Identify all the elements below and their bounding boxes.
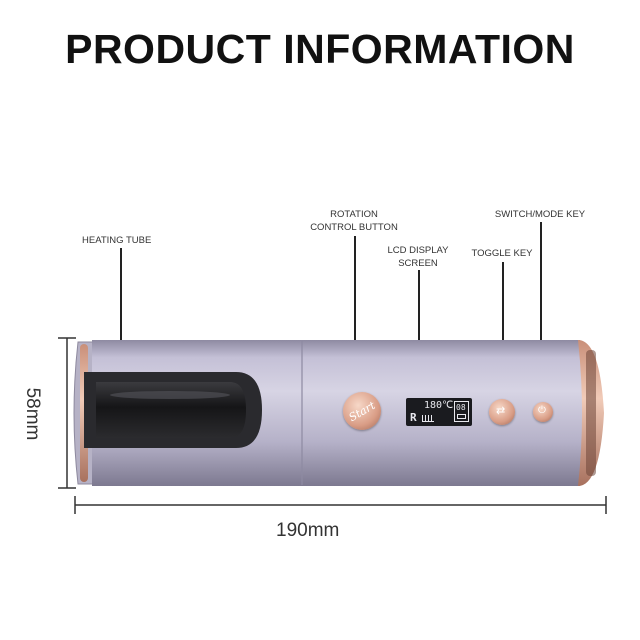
width-dimension-label: 190mm: [276, 520, 340, 541]
lcd-heat-bars-icon: [422, 415, 434, 422]
right-cap-band: [586, 350, 596, 476]
tube-highlight: [110, 391, 230, 399]
lcd-display-screen: 180℃ R 08: [406, 398, 472, 426]
rotation-label-line-1: ROTATION: [330, 209, 378, 220]
rotation-control-button-label: ROTATION CONTROL BUTTON: [304, 208, 404, 234]
height-dimension-line: [58, 337, 76, 489]
toggle-key-leader-line: [502, 262, 504, 398]
lcd-label-line-2: SCREEN: [398, 258, 438, 269]
lcd-leader-line: [418, 270, 420, 398]
lcd-temperature: 180℃: [424, 400, 454, 411]
lcd-timer: 08: [456, 403, 466, 412]
heating-tube-leader-line: [120, 248, 122, 386]
switch-mode-key-leader-line: [540, 222, 542, 398]
lcd-timer-box: 08: [454, 401, 469, 422]
heating-tube-label: HEATING TUBE: [82, 235, 152, 246]
rotation-button-leader-line: [354, 236, 356, 384]
width-dimension-line: [74, 496, 607, 514]
start-rotation-button[interactable]: Start: [343, 392, 381, 430]
height-dimension-label: 58mm: [22, 387, 43, 441]
heating-tube: [96, 382, 246, 438]
lcd-label-line-1: LCD DISPLAY: [387, 245, 449, 256]
toggle-key-button[interactable]: ⇄: [489, 399, 515, 425]
lcd-display-screen-label: LCD DISPLAY SCREEN: [376, 244, 460, 270]
switch-mode-key-button[interactable]: ⏻: [533, 402, 553, 422]
start-button-label: Start: [346, 398, 378, 424]
rotation-label-line-2: CONTROL BUTTON: [310, 222, 398, 233]
switch-mode-key-label: SWITCH/MODE KEY: [494, 209, 586, 220]
power-icon: ⏻: [538, 405, 546, 416]
lcd-mode-indicator: R: [410, 411, 417, 424]
toggle-key-label: TOGGLE KEY: [471, 248, 533, 259]
toggle-key-icon: ⇄: [496, 405, 506, 417]
page-title: PRODUCT INFORMATION: [65, 26, 575, 72]
lcd-battery-icon: [457, 414, 466, 419]
